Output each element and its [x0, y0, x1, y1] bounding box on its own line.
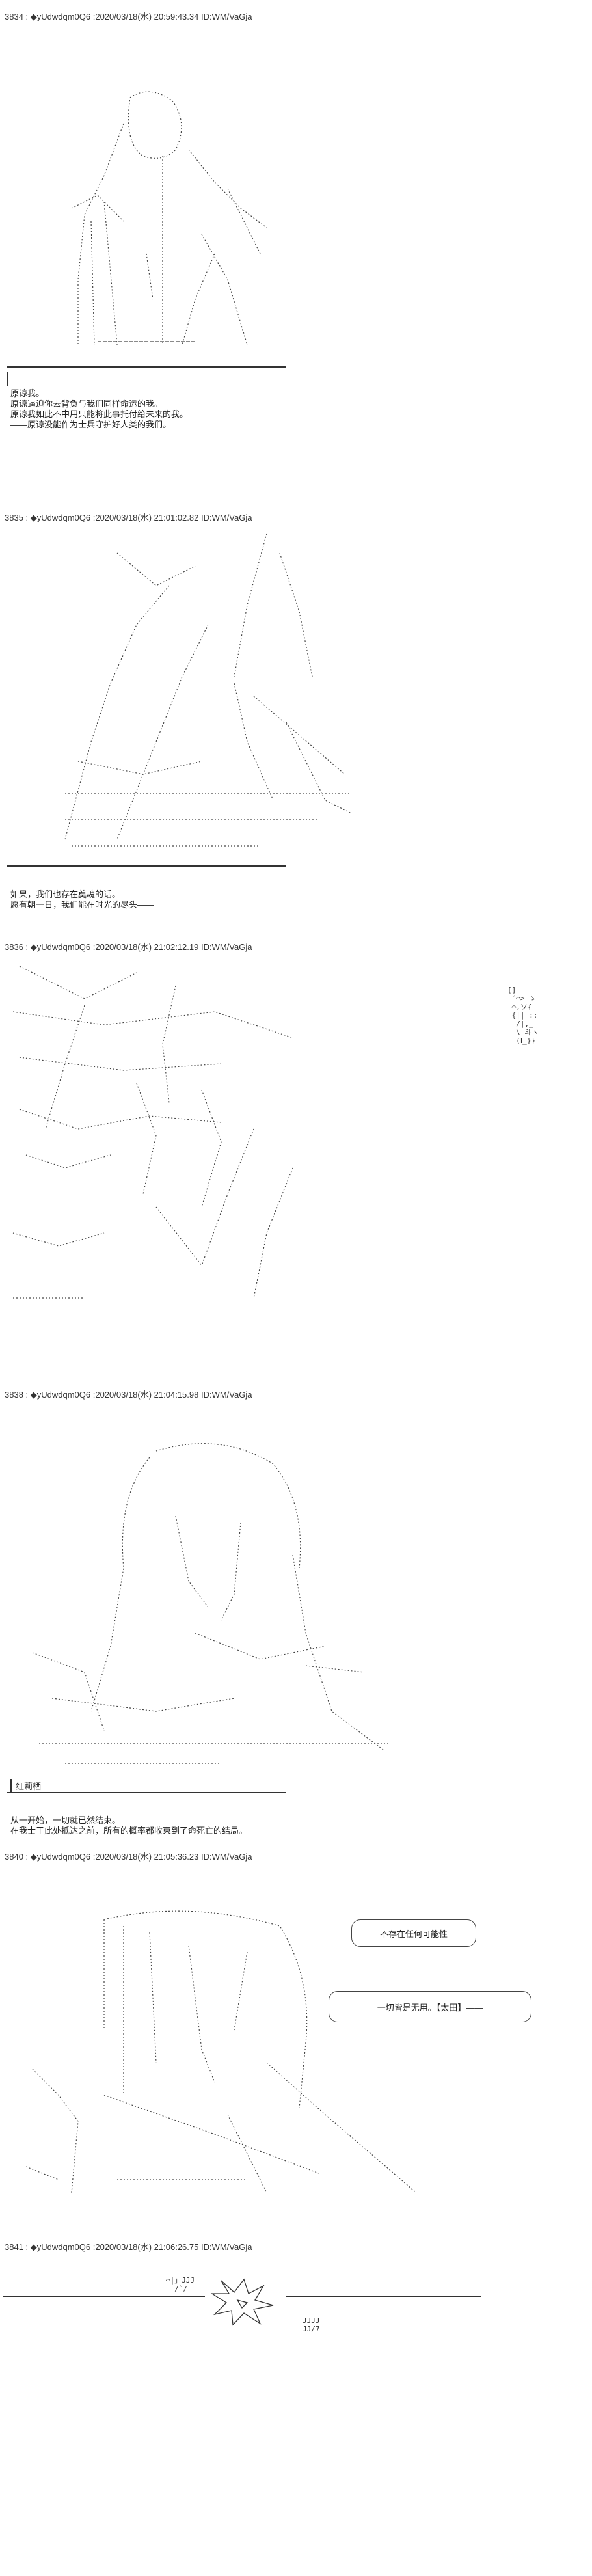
bubble-text: 不存在任何可能性: [379, 1929, 448, 1939]
post-header: 3838 : ◆yUdwdqm0Q6 :2020/03/18(水) 21:04:…: [5, 1390, 252, 1400]
divider: [3, 2296, 205, 2297]
body-text: 在我士于此处抵达之前，所有的概率都收束到了命死亡的结局。: [10, 1826, 248, 1836]
post-header: 3841 : ◆yUdwdqm0Q6 :2020/03/18(水) 21:06:…: [5, 2242, 252, 2252]
speech-bubble: 不存在任何可能性: [351, 1919, 476, 1947]
divider: [7, 366, 286, 368]
post-header: 3836 : ◆yUdwdqm0Q6 :2020/03/18(水) 21:02:…: [5, 942, 252, 952]
body-text: ——原谅没能作为士兵守护好人类的我们。: [10, 420, 172, 429]
ascii-art-figure: [39, 527, 364, 865]
divider: [7, 865, 286, 867]
divider: [7, 372, 14, 386]
body-text: 从一开始，一切就已然结束。: [10, 1815, 121, 1825]
body-text: 愿有朝一日，我们能在时光的尽头——: [10, 900, 155, 910]
ascii-art-fragment: ⌒|」JJJ /`/: [166, 2276, 195, 2293]
divider: [286, 2296, 481, 2297]
ascii-art-figure: [33, 85, 280, 358]
ascii-art-figure: [26, 1438, 397, 1776]
post-header: 3835 : ◆yUdwdqm0Q6 :2020/03/18(水) 21:01:…: [5, 513, 252, 522]
post-header: 3834 : ◆yUdwdqm0Q6 :2020/03/18(水) 20:59:…: [5, 12, 252, 21]
ascii-art-figure: [7, 960, 306, 1337]
ascii-art-fragment: [] ´⌒> ゝ ⌒,ソ{ {|| :: /|,_ \ 斗ヽ (Ⅰ_}}: [507, 986, 539, 1045]
divider: [7, 1792, 286, 1793]
body-text: 原谅我如此不中用只能将此事托付给未来的我。: [10, 409, 189, 419]
post-header: 3840 : ◆yUdwdqm0Q6 :2020/03/18(水) 21:05:…: [5, 1852, 252, 1862]
speaker-label: 红莉栖: [10, 1779, 46, 1793]
body-text: 如果，我们也存在奠魂的话。: [10, 889, 121, 899]
speech-bubble: 一切皆是无用。【太田】——: [329, 1991, 531, 2022]
burst-mark: [208, 2274, 286, 2326]
ascii-art-figure: [20, 1900, 436, 2199]
bubble-text: 一切皆是无用。【太田】——: [377, 2002, 483, 2013]
ascii-art-fragment: JJJJ JJ/7: [303, 2316, 320, 2333]
body-text: 原谅逼迫你去背负与我们同样命运的我。: [10, 399, 163, 409]
body-text: 原谅我。: [10, 388, 45, 398]
